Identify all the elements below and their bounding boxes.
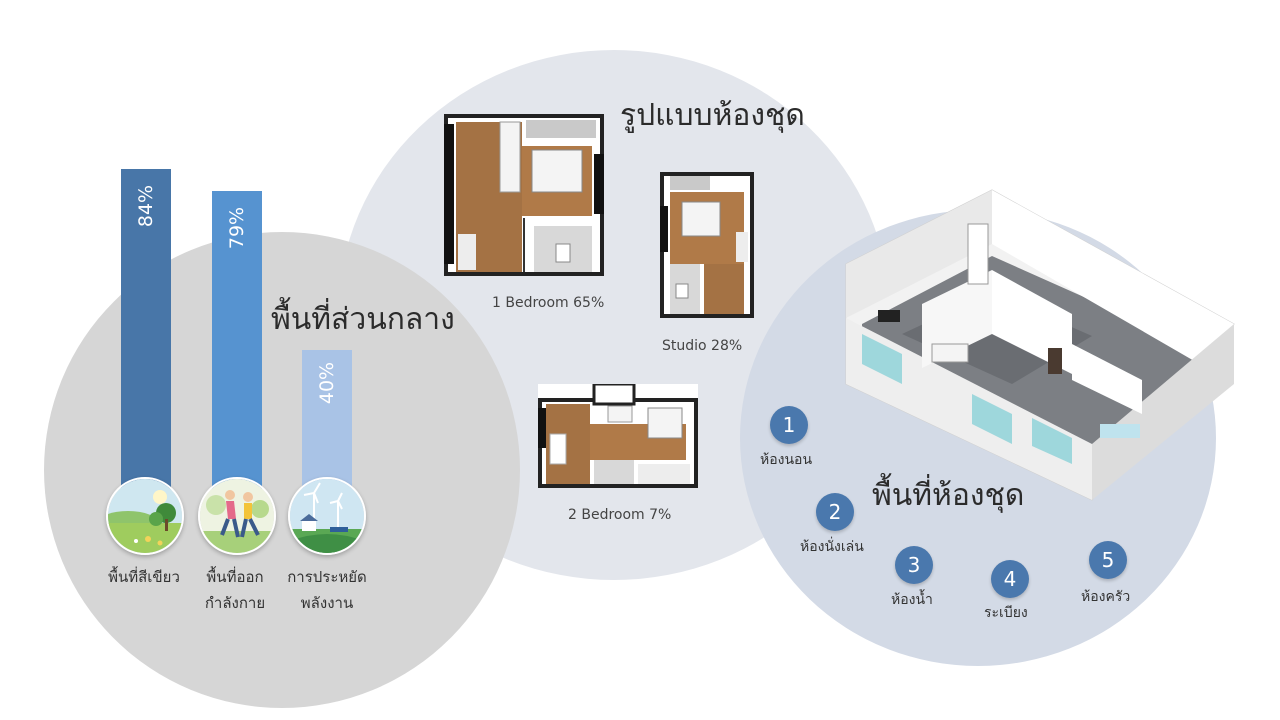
room-label-bathroom: ห้องน้ำ <box>891 592 933 608</box>
room-label-kitchen: ห้องครัว <box>1081 589 1131 605</box>
room-label-balcony: ระเบียง <box>984 605 1028 621</box>
room-number-4: 4 <box>991 560 1029 598</box>
green-area-label: พื้นที่สีเขียว <box>108 568 180 586</box>
common-area-title: พื้นที่ส่วนกลาง <box>271 302 455 337</box>
joggers-icon <box>198 477 276 555</box>
bar-green-area: 84% <box>121 169 171 494</box>
unit-area-title: พื้นที่ห้องชุด <box>872 478 1025 513</box>
room-number-2: 2 <box>816 493 854 531</box>
room-number-1: 1 <box>770 406 808 444</box>
bar-green-area-percent: 84% <box>135 184 157 228</box>
bar-exercise-area-percent: 79% <box>226 206 248 250</box>
green-park-icon <box>106 477 184 555</box>
bar-energy-saving-percent: 40% <box>316 361 338 405</box>
wind-turbine-icon <box>288 477 366 555</box>
studio-floorplan <box>660 172 754 318</box>
bar-energy-saving: 40% <box>302 350 352 494</box>
room-label-living-room: ห้องนั่งเล่น <box>800 539 864 555</box>
two-bedroom-label: 2 Bedroom 7% <box>568 507 672 523</box>
room-label-bedroom: ห้องนอน <box>760 452 813 468</box>
isometric-condo-unit <box>842 184 1238 502</box>
room-number-5: 5 <box>1089 541 1127 579</box>
studio-label: Studio 28% <box>662 338 743 354</box>
two-bedroom-floorplan <box>538 384 698 488</box>
one-bedroom-label: 1 Bedroom 65% <box>492 295 605 311</box>
unit-types-title: รูปแบบห้องชุด <box>620 98 805 133</box>
energy-saving-label: การประหยัด พลังงาน <box>287 568 367 612</box>
bar-exercise-area: 79% <box>212 191 262 494</box>
exercise-area-label: พื้นที่ออก กำลังกาย <box>204 568 266 612</box>
one-bedroom-floorplan <box>444 114 604 276</box>
room-number-3: 3 <box>895 546 933 584</box>
